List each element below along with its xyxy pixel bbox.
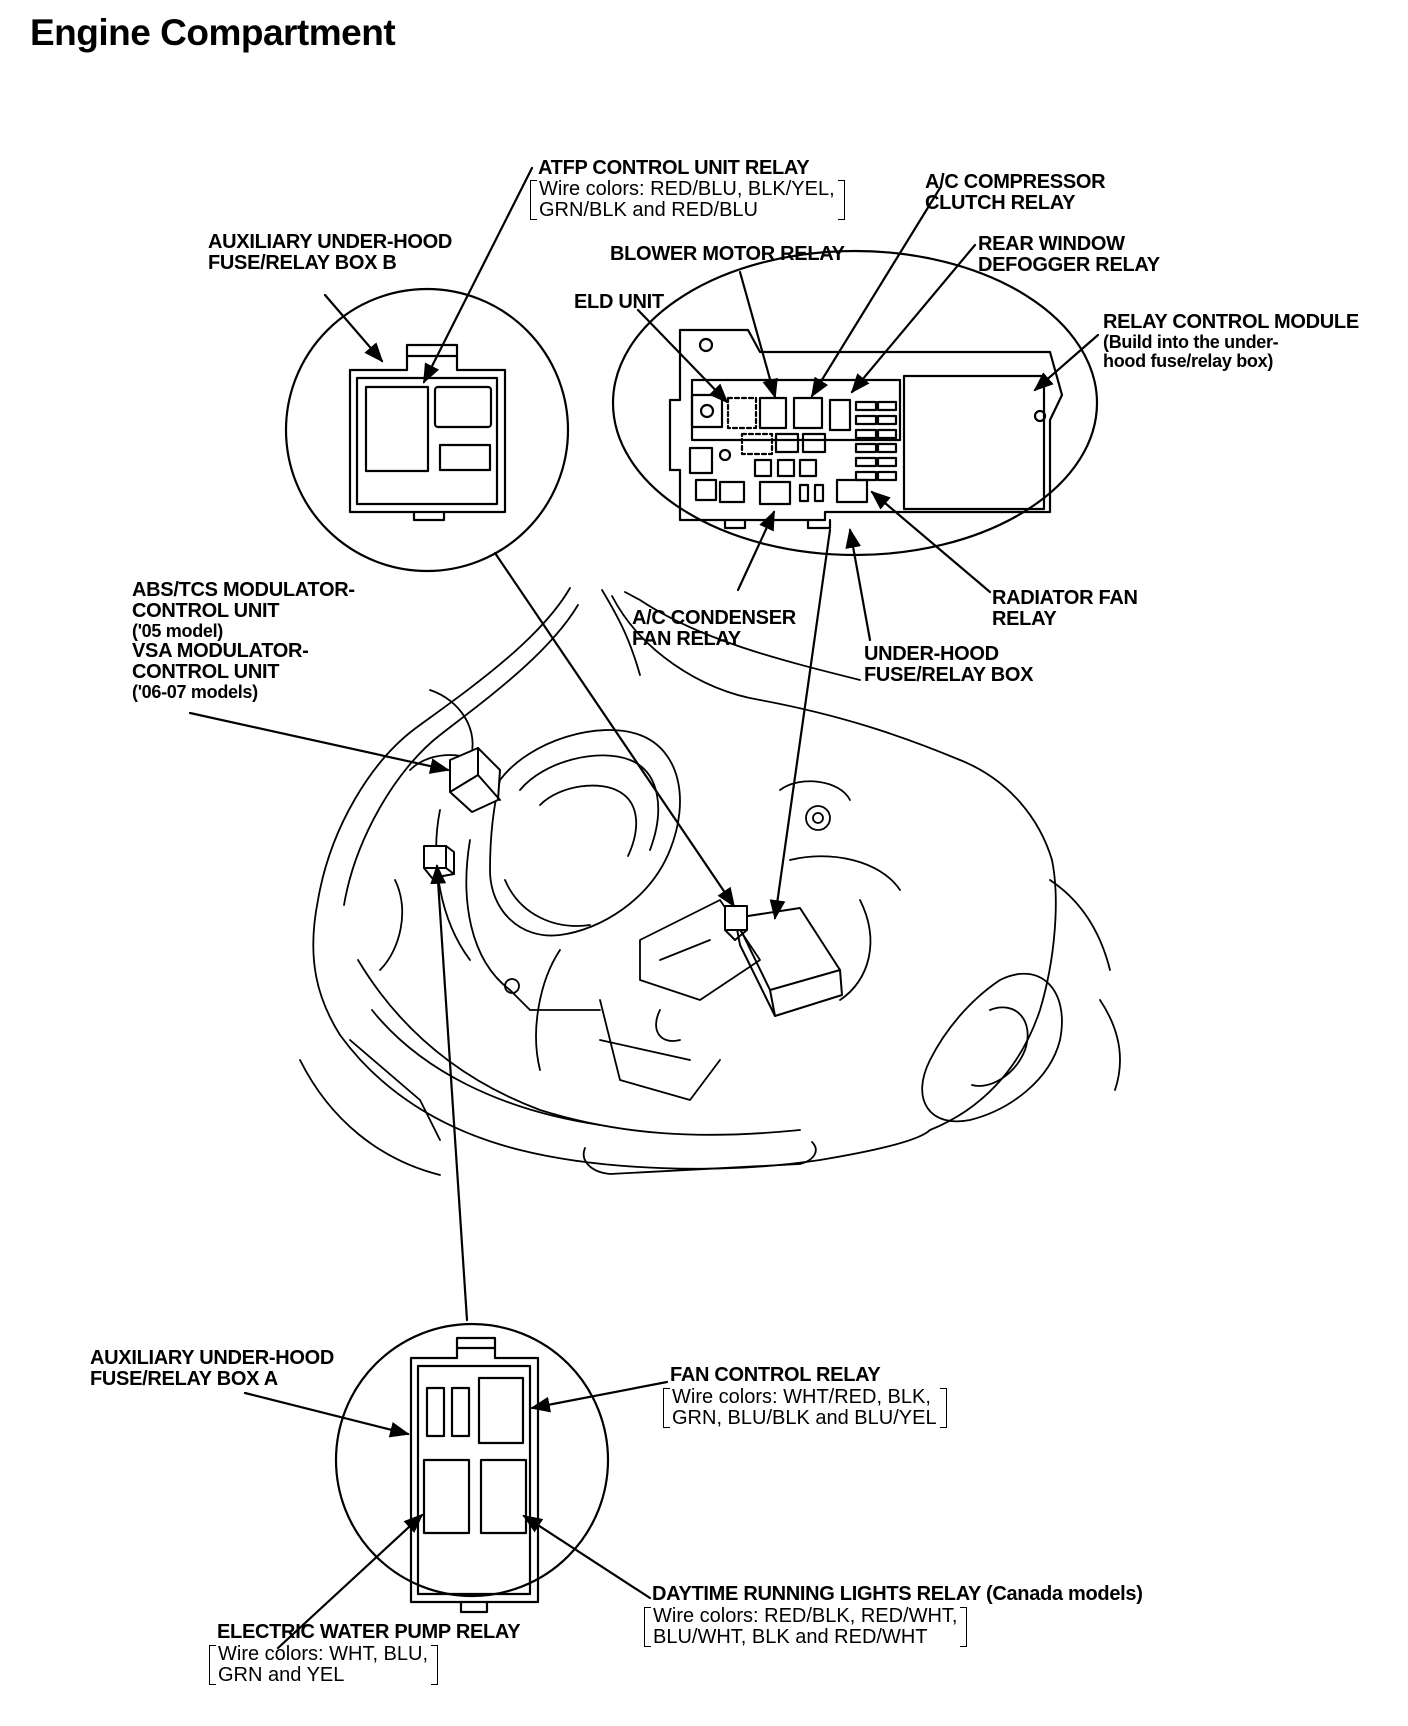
label-fan-control-relay: FAN CONTROL RELAY: [670, 1364, 881, 1386]
water-pump-wire-colors: Wire colors: WHT, BLU, GRN and YEL: [209, 1643, 439, 1686]
label-rear-window: REAR WINDOW DEFOGGER RELAY: [978, 234, 1160, 276]
fan-control-wire-colors: Wire colors: WHT/RED, BLK, GRN, BLU/BLK …: [663, 1387, 947, 1429]
car-body: [299, 587, 1121, 1176]
atfp-wire-colors: Wire colors: RED/BLU, BLK/YEL, GRN/BLK a…: [530, 179, 845, 221]
leader-lines: [188, 166, 1100, 1650]
ac-compressor-line1: A/C COMPRESSOR: [925, 171, 1106, 193]
label-atfp-relay: ATFP CONTROL UNIT RELAY: [538, 157, 810, 179]
fan-control-wire-line2: GRN, BLU/BLK and BLU/YEL: [672, 1407, 937, 1429]
aux-a-line2: FUSE/RELAY BOX A: [90, 1368, 278, 1390]
relay-control-note1: (Build into the under-: [1103, 332, 1279, 352]
ac-compressor-line2: CLUTCH RELAY: [925, 192, 1076, 214]
atfp-name: ATFP CONTROL UNIT RELAY: [538, 157, 810, 179]
page-title: Engine Compartment: [30, 12, 396, 53]
drl-wire-colors: Wire colors: RED/BLK, RED/WHT, BLU/WHT, …: [644, 1605, 968, 1648]
relay-control-name: RELAY CONTROL MODULE: [1103, 311, 1359, 333]
atfp-wire-line1: Wire colors: RED/BLU, BLK/YEL,: [539, 178, 835, 200]
drl-wire-line1: Wire colors: RED/BLK, RED/WHT,: [653, 1605, 958, 1627]
underhood-line1: UNDER-HOOD: [864, 643, 999, 665]
fan-control-name: FAN CONTROL RELAY: [670, 1364, 881, 1386]
ac-condenser-line1: A/C CONDENSER: [632, 607, 796, 629]
label-abs-vsa: ABS/TCS MODULATOR- CONTROL UNIT ('05 mod…: [132, 580, 355, 702]
label-aux-box-b: AUXILIARY UNDER-HOOD FUSE/RELAY BOX B: [208, 232, 452, 274]
label-drl-relay: DAYTIME RUNNING LIGHTS RELAY (Canada mod…: [652, 1584, 1143, 1605]
water-pump-wire-line2: GRN and YEL: [218, 1664, 345, 1686]
abs-line6: ('06-07 models): [132, 682, 258, 702]
label-water-pump-relay: ELECTRIC WATER PUMP RELAY: [217, 1621, 521, 1643]
rear-window-line2: DEFOGGER RELAY: [978, 254, 1160, 276]
label-ac-condenser: A/C CONDENSER FAN RELAY: [632, 608, 796, 650]
label-underhood-box: UNDER-HOOD FUSE/RELAY BOX: [864, 644, 1033, 686]
drl-wire-line2: BLU/WHT, BLK and RED/WHT: [653, 1626, 928, 1648]
rear-window-line1: REAR WINDOW: [978, 233, 1125, 255]
aux-box-b-detail: [284, 287, 570, 573]
label-ac-compressor: A/C COMPRESSOR CLUTCH RELAY: [925, 171, 1106, 214]
drl-name: DAYTIME RUNNING LIGHTS RELAY: [652, 1583, 981, 1605]
blower-line1: BLOWER MOTOR RELAY: [610, 243, 845, 265]
abs-line3: ('05 model): [132, 621, 223, 641]
abs-line5: CONTROL UNIT: [132, 661, 280, 683]
abs-line2: CONTROL UNIT: [132, 600, 280, 622]
relay-control-note2: hood fuse/relay box): [1103, 351, 1274, 371]
atfp-wire-line2: GRN/BLK and RED/BLU: [539, 199, 758, 221]
underhood-line2: FUSE/RELAY BOX: [864, 664, 1034, 686]
aux-a-line1: AUXILIARY UNDER-HOOD: [90, 1347, 335, 1369]
aux-b-line2: FUSE/RELAY BOX B: [208, 252, 397, 274]
label-relay-control-module: RELAY CONTROL MODULE (Build into the und…: [1103, 312, 1359, 371]
drl-note: (Canada models): [985, 1583, 1143, 1605]
aux-b-line1: AUXILIARY UNDER-HOOD: [208, 231, 453, 253]
underhood-box-in-bay: [724, 905, 843, 1017]
abs-modulator-in-bay: [449, 747, 501, 813]
label-radiator-fan: RADIATOR FAN RELAY: [992, 588, 1138, 630]
eld-line1: ELD UNIT: [574, 291, 664, 313]
ac-condenser-line2: FAN RELAY: [632, 628, 741, 650]
aux-box-a-in-bay: [423, 845, 455, 879]
abs-line1: ABS/TCS MODULATOR-: [132, 579, 355, 601]
water-pump-wire-line1: Wire colors: WHT, BLU,: [218, 1643, 429, 1665]
label-eld-unit: ELD UNIT: [574, 292, 664, 313]
underhood-box-detail: [611, 249, 1099, 557]
radiator-line2: RELAY: [992, 608, 1057, 630]
engine-block: [379, 689, 901, 1101]
aux-box-a-detail: [334, 1322, 610, 1614]
label-blower-motor: BLOWER MOTOR RELAY: [610, 244, 845, 265]
fan-control-wire-line1: Wire colors: WHT/RED, BLK,: [672, 1386, 931, 1408]
label-aux-box-a: AUXILIARY UNDER-HOOD FUSE/RELAY BOX A: [90, 1348, 334, 1390]
radiator-line1: RADIATOR FAN: [992, 587, 1138, 609]
water-pump-name: ELECTRIC WATER PUMP RELAY: [217, 1621, 521, 1643]
abs-line4: VSA MODULATOR-: [132, 640, 309, 662]
